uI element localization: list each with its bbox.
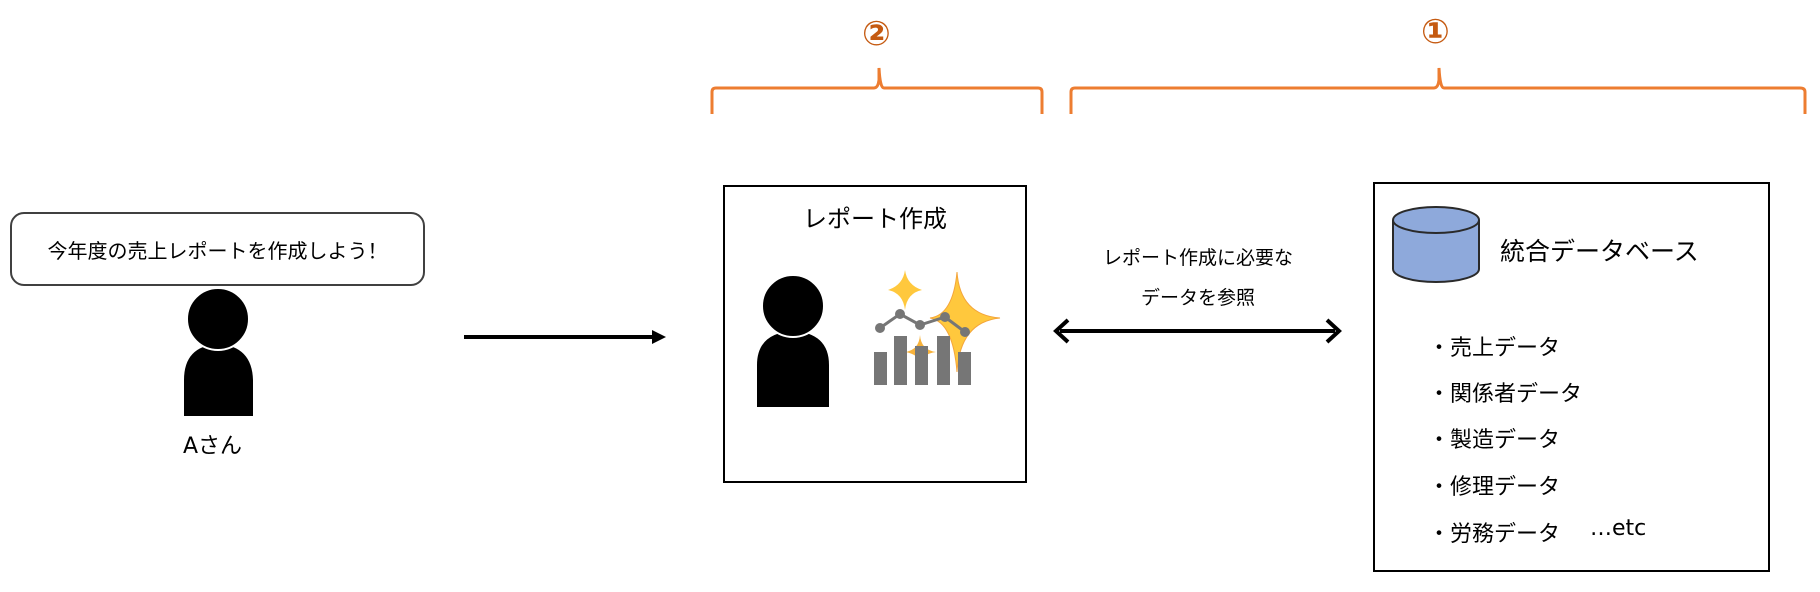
step1-marker: ① bbox=[1421, 12, 1450, 52]
database-box bbox=[1373, 182, 1770, 572]
connection-label: レポート作成に必要な データを参照 bbox=[1058, 238, 1338, 318]
database-title: 統合データベース bbox=[1500, 237, 1699, 266]
speech-text: 今年度の売上レポートを作成しよう！ bbox=[47, 238, 388, 263]
person-icon bbox=[757, 274, 829, 407]
speech-bubble: 今年度の売上レポートを作成しよう！ bbox=[10, 212, 425, 286]
flow-arrow bbox=[464, 330, 666, 344]
bidirectional-arrow bbox=[1053, 318, 1342, 344]
database-item: ・製造データ bbox=[1428, 428, 1561, 453]
connection-label-line2: データを参照 bbox=[1140, 287, 1255, 309]
report-box-title: レポート作成 bbox=[803, 205, 947, 233]
brace-step1 bbox=[1069, 67, 1807, 114]
brace-step2 bbox=[710, 67, 1044, 114]
database-item: ・関係者データ bbox=[1428, 382, 1583, 407]
database-item: ・労務データ bbox=[1428, 522, 1561, 547]
step2-marker: ② bbox=[862, 14, 891, 54]
sparkle-chart-icon bbox=[874, 270, 1001, 385]
report-creation-box: レポート作成 bbox=[723, 185, 1027, 483]
connection-label-line1: レポート作成に必要な bbox=[1102, 247, 1293, 269]
database-etc: …etc bbox=[1590, 516, 1647, 541]
database-item: ・修理データ bbox=[1428, 475, 1561, 500]
database-item: ・売上データ bbox=[1428, 336, 1561, 361]
person-a-label: Aさん bbox=[183, 434, 243, 459]
database-icon bbox=[1392, 206, 1480, 283]
person-a-icon bbox=[184, 287, 253, 416]
